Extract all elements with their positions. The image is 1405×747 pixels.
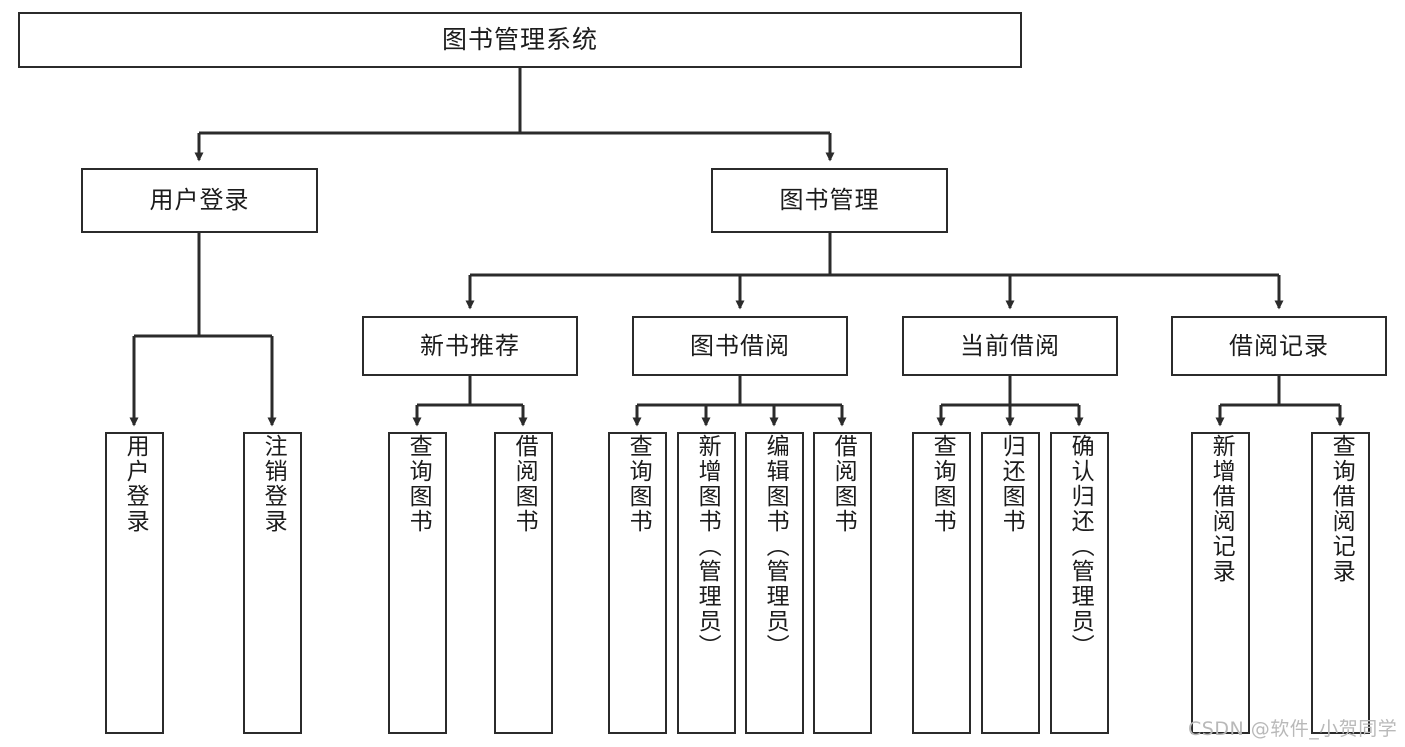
leaf-label: 确认归还（管理员） (1067, 434, 1094, 659)
node-root[interactable]: 图书管理系统 (18, 12, 1022, 68)
leaf-label: 查询图书 (405, 434, 432, 534)
leaf-label: 归还图书 (998, 434, 1025, 534)
leaf-user-login-2[interactable]: 注销登录 (243, 432, 302, 734)
leaf-borrow-record-1[interactable]: 新增借阅记录 (1191, 432, 1250, 734)
leaf-label: 查询图书 (625, 434, 652, 534)
node-user-login-label: 用户登录 (149, 186, 250, 215)
leaf-label: 查询图书 (929, 434, 956, 534)
node-root-label: 图书管理系统 (441, 25, 598, 54)
node-new-book-recommend[interactable]: 新书推荐 (362, 316, 578, 376)
node-current-borrow[interactable]: 当前借阅 (902, 316, 1118, 376)
node-borrow-record[interactable]: 借阅记录 (1171, 316, 1387, 376)
leaf-book-borrow-4[interactable]: 借阅图书 (813, 432, 872, 734)
leaf-new-book-recommend-2[interactable]: 借阅图书 (494, 432, 553, 734)
leaf-label: 编辑图书（管理员） (762, 434, 789, 659)
leaf-new-book-recommend-1[interactable]: 查询图书 (388, 432, 447, 734)
node-book-borrow-label: 图书借阅 (690, 331, 790, 360)
leaf-book-borrow-1[interactable]: 查询图书 (608, 432, 667, 734)
leaf-label: 查询借阅记录 (1328, 434, 1355, 584)
leaf-current-borrow-3[interactable]: 确认归还（管理员） (1050, 432, 1109, 734)
leaf-book-borrow-2[interactable]: 新增图书（管理员） (677, 432, 736, 734)
leaf-user-login-1[interactable]: 用户登录 (105, 432, 164, 734)
leaf-label: 借阅图书 (830, 434, 857, 534)
leaf-label: 注销登录 (260, 434, 287, 534)
leaf-borrow-record-2[interactable]: 查询借阅记录 (1311, 432, 1370, 734)
leaf-book-borrow-3[interactable]: 编辑图书（管理员） (745, 432, 804, 734)
node-book-management[interactable]: 图书管理 (711, 168, 948, 233)
node-book-borrow[interactable]: 图书借阅 (632, 316, 848, 376)
node-user-login[interactable]: 用户登录 (81, 168, 318, 233)
node-new-book-recommend-label: 新书推荐 (420, 331, 520, 360)
csdn-watermark: CSDN @软件_小贺同学 (1188, 718, 1398, 740)
leaf-current-borrow-2[interactable]: 归还图书 (981, 432, 1040, 734)
leaf-label: 用户登录 (122, 434, 149, 534)
leaf-label: 新增借阅记录 (1208, 434, 1235, 584)
leaf-current-borrow-1[interactable]: 查询图书 (912, 432, 971, 734)
node-borrow-record-label: 借阅记录 (1229, 331, 1329, 360)
leaf-label: 借阅图书 (511, 434, 538, 534)
node-current-borrow-label: 当前借阅 (960, 331, 1060, 360)
node-book-management-label: 图书管理 (779, 186, 880, 215)
leaf-label: 新增图书（管理员） (694, 434, 721, 659)
